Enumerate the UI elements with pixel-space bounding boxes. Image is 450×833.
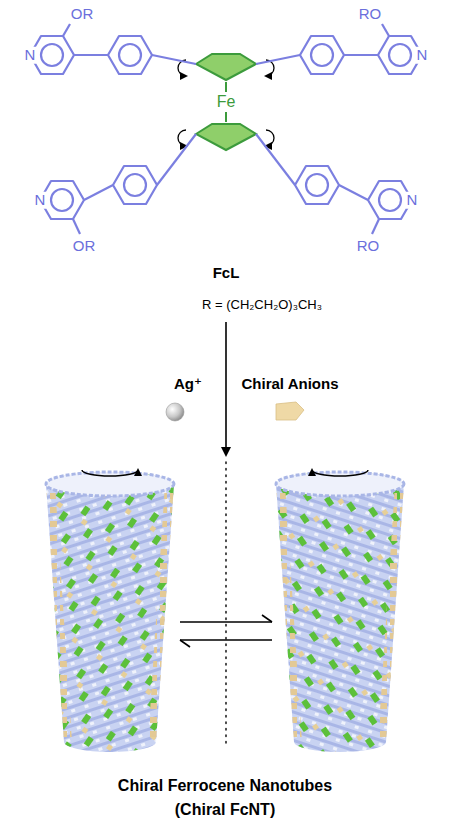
reagent-label: Chiral Anions	[241, 376, 340, 393]
reaction-arrow	[225, 322, 227, 455]
equilibrium-arrows	[180, 615, 272, 647]
atom-label: N	[24, 47, 37, 64]
atom-label: N	[406, 192, 419, 209]
atom-label: N	[416, 47, 429, 64]
nanotube-right	[276, 470, 404, 752]
nanotube-left	[46, 470, 174, 752]
mirror-line	[225, 462, 226, 748]
reagent-label: Ag⁺	[173, 376, 203, 393]
substituent-label: RO	[356, 238, 381, 255]
product-abbreviation: (Chiral FcNT)	[174, 801, 276, 819]
silver-ion-sphere	[166, 403, 184, 421]
chiral-anion-shape	[276, 402, 304, 420]
compound-name: FcL	[212, 265, 241, 282]
substituent-label: RO	[358, 6, 383, 23]
atom-label: N	[34, 192, 47, 209]
metal-label: Fe	[216, 93, 237, 111]
product-name: Chiral Ferrocene Nanotubes	[117, 777, 333, 795]
pyridyl-phenyl-arms	[30, 24, 422, 234]
substituent-definition: R = (CH₂CH₂O)₃CH₃	[201, 298, 323, 312]
ferrocene-core	[178, 54, 274, 150]
substituent-label: OR	[72, 238, 97, 255]
substituent-label: OR	[70, 6, 95, 23]
